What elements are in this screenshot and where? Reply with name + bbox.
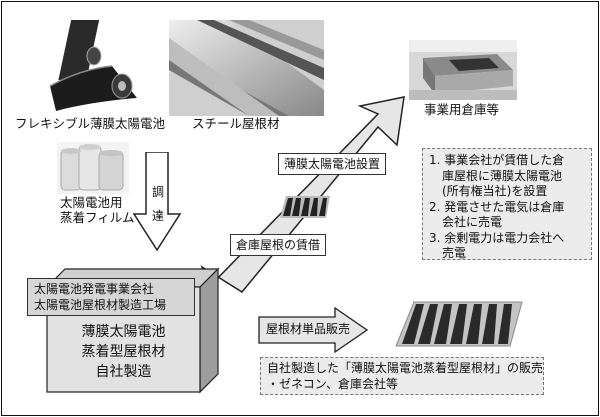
film-caption-line2: 蒸着フィルム [60,210,135,225]
steel-roof-image [169,20,324,116]
sales-arrow [258,307,369,353]
warehouse-caption: 事業用倉庫等 [424,102,500,117]
note-1-line1: 1. 事業会社が賃借した倉 [429,153,565,167]
product-line1: 薄膜太陽電池 [81,324,166,340]
film-caption-line1: 太陽電池用 [60,195,123,210]
company-name: 太陽電池発電事業会社 [34,282,155,296]
note-1-line2: 庫屋根に薄膜太陽電池 [442,168,563,183]
lease-label: 倉庫屋根の賃借 [230,234,327,256]
panel-roof-image [395,301,523,347]
note-3-line1: 3. 余剰電力は電力会社へ [429,230,565,245]
note-2-line2: 会社に売電 [442,215,503,229]
sales-note-box: 自社製造した「薄膜太陽電池蒸着型屋根材」の販売 ・ゼネコン、倉庫会社等 [260,357,544,395]
product-line2: 蒸着型屋根材 [81,344,166,360]
sales-note-line1: 自社製造した「薄膜太陽電池蒸着型屋根材」の販売 [267,361,544,375]
sales-label: 屋根材単品販売 [266,322,351,336]
note-2-line1: 2. 発電させた電気は倉庫 [429,199,565,214]
notes-box: 1. 事業会社が賃借した倉 庫屋根に薄膜太陽電池 (所有権当社)を設置 2. 発… [422,148,592,260]
warehouse-image [409,40,517,100]
product-text: 薄膜太陽電池 蒸着型屋根材 自社製造 [47,322,200,382]
flexible-cell-caption: フレキシブル薄膜太陽電池 [15,116,166,131]
sales-note-line2: ・ゼネコン、倉庫会社等 [267,377,399,391]
install-label: 薄膜太陽電池設置 [278,153,387,175]
film-rolls-image [57,142,129,194]
steel-roof-caption: スチール屋根材 [192,116,280,131]
company-label-box: 太陽電池発電事業会社 太陽電池屋根材製造工場 [27,278,195,316]
panel-image-small [280,196,330,218]
flexible-solar-cell-image [49,20,137,111]
procure-char-2: 達 [151,209,164,223]
product-line3: 自社製造 [95,364,152,380]
factory-name: 太陽電池屋根材製造工場 [34,298,167,312]
note-1-line3: (所有権当社)を設置 [442,184,548,198]
note-3-line2: 売電 [442,246,467,260]
procurement-arrow [132,152,182,252]
procure-char-1: 調 [151,185,164,199]
